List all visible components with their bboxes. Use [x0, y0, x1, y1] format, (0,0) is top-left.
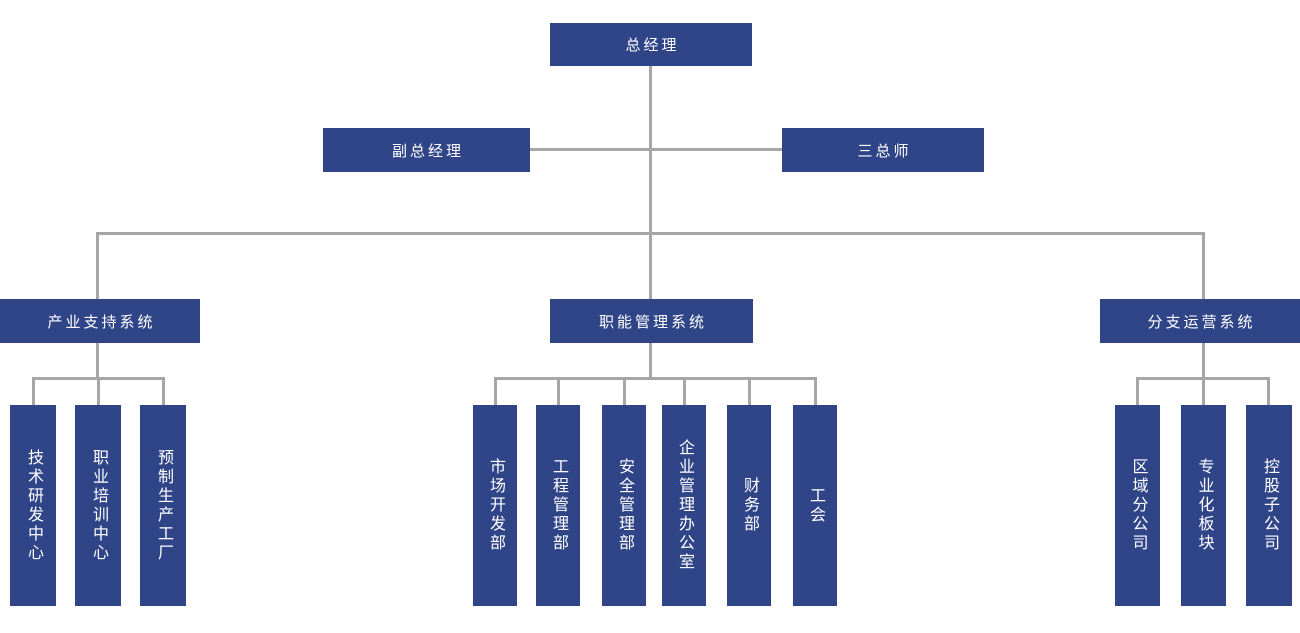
connector-drop [623, 377, 626, 405]
node-enterprise-management-office: 企业管理办公室 [662, 405, 706, 606]
node-safety-management-dept: 安全管理部 [602, 405, 646, 606]
node-deputy-general-manager: 副总经理 [323, 128, 530, 172]
connector-drop [814, 377, 817, 405]
connector-system1-stem [96, 343, 99, 379]
node-labor-union: 工会 [793, 405, 837, 606]
node-engineering-management-dept: 工程管理部 [536, 405, 580, 606]
connector-level2-horizontal [530, 148, 782, 151]
connector-group2-horizontal [494, 377, 817, 380]
node-general-manager: 总经理 [550, 23, 752, 66]
connector-drop [557, 377, 560, 405]
connector-branch-horizontal [96, 232, 1205, 235]
node-regional-branch-company: 区域分公司 [1115, 405, 1160, 606]
connector-drop [1136, 377, 1139, 405]
node-vocational-training-center: 职业培训中心 [75, 405, 121, 606]
connector-drop [1267, 377, 1270, 405]
connector-branch-left-vertical [96, 232, 99, 299]
node-three-chief-engineers: 三总师 [782, 128, 984, 172]
node-functional-management-system: 职能管理系统 [550, 299, 753, 343]
connector-root-vertical [649, 66, 652, 299]
node-tech-rd-center: 技术研发中心 [10, 405, 56, 606]
node-industry-support-system: 产业支持系统 [0, 299, 200, 343]
node-market-development-dept: 市场开发部 [473, 405, 517, 606]
connector-drop [748, 377, 751, 405]
node-branch-operations-system: 分支运营系统 [1100, 299, 1300, 343]
connector-drop [683, 377, 686, 405]
node-prefab-production-factory: 预制生产工厂 [140, 405, 186, 606]
connector-drop [494, 377, 497, 405]
connector-drop [97, 377, 100, 405]
connector-drop [1202, 377, 1205, 405]
node-finance-dept: 财务部 [727, 405, 771, 606]
node-specialized-sector: 专业化板块 [1181, 405, 1226, 606]
node-holding-subsidiary: 控股子公司 [1246, 405, 1292, 606]
connector-branch-right-vertical [1202, 232, 1205, 299]
connector-drop [162, 377, 165, 405]
connector-system3-stem [1202, 343, 1205, 379]
connector-drop [32, 377, 35, 405]
connector-system2-stem [649, 343, 652, 379]
